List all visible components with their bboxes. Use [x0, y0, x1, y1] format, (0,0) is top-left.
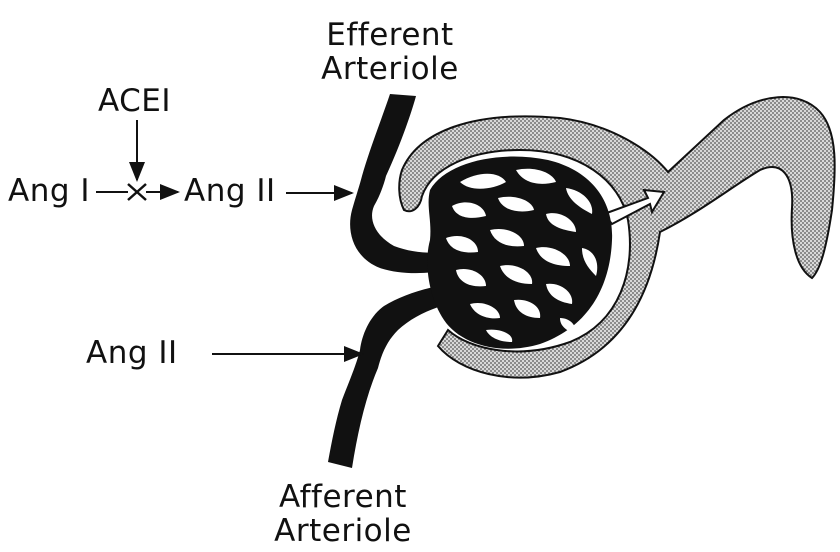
- afferent-label-line1: Afferent: [258, 480, 428, 514]
- afferent-label-line2: Arteriole: [258, 514, 428, 548]
- afferent-arteriole-label: Afferent Arteriole: [258, 480, 428, 548]
- efferent-arteriole-label: Efferent Arteriole: [310, 18, 470, 86]
- ang1-label: Ang I: [8, 174, 90, 208]
- efferent-label-line1: Efferent: [310, 18, 470, 52]
- block-x-icon: [128, 184, 146, 200]
- glomerular-tuft: [427, 157, 612, 349]
- ang2-efferent-label: Ang II: [184, 174, 276, 208]
- efferent-label-line2: Arteriole: [310, 52, 470, 86]
- ang2-afferent-label: Ang II: [86, 336, 178, 370]
- acei-label: ACEI: [98, 84, 171, 118]
